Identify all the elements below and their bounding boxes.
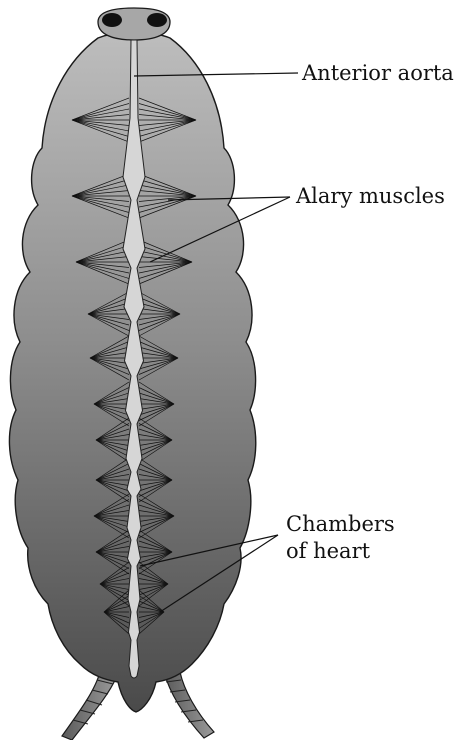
head: [98, 8, 170, 40]
left-eye: [102, 13, 122, 27]
label-anterior-aorta: Anterior aorta: [301, 61, 454, 85]
left-cercus: [62, 672, 116, 740]
right-eye: [147, 13, 167, 27]
right-cercus: [164, 672, 214, 738]
label-chambers-line1: Chambers: [286, 512, 395, 536]
label-alary-muscles: Alary muscles: [295, 184, 445, 208]
label-chambers-line2: of heart: [286, 539, 371, 563]
